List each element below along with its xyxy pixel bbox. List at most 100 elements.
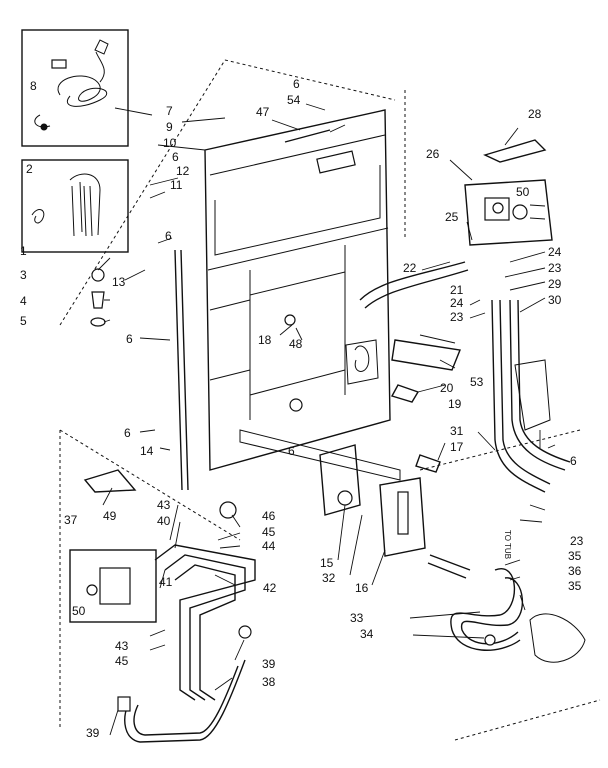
callout-43b: 43 — [115, 639, 129, 653]
callout-10: 10 — [163, 136, 177, 150]
callout-17: 17 — [450, 440, 464, 454]
water-inlet-valve — [464, 179, 553, 246]
callout-46: 46 — [262, 509, 276, 523]
cabinet-outline — [59, 59, 601, 741]
power-cord-icon — [34, 39, 109, 128]
hose-clamp-icon — [31, 209, 45, 224]
callout-20: 20 — [440, 381, 454, 395]
callout-21: 21 — [450, 283, 464, 297]
callout-13: 13 — [112, 275, 126, 289]
callout-6g: 6 — [570, 454, 577, 468]
callout-1: 1 — [20, 244, 27, 258]
cap-4-icon — [91, 291, 105, 309]
callout-6e: 6 — [293, 77, 300, 91]
pump-bracket-icon — [345, 339, 379, 385]
callout-43a: 43 — [157, 498, 171, 512]
callout-37: 37 — [64, 513, 78, 527]
washer-46-icon — [219, 501, 237, 519]
callout-23a: 23 — [548, 261, 562, 275]
callout-48: 48 — [289, 337, 303, 351]
callout-7: 7 — [166, 104, 173, 118]
motor-coupling-icon — [289, 398, 303, 412]
clip-19-icon — [390, 384, 420, 403]
callout-24a: 24 — [548, 245, 562, 259]
callout-45a: 45 — [262, 525, 276, 539]
callout-47: 47 — [256, 105, 270, 119]
valve-50-icon — [99, 567, 131, 605]
inset-lower-valve — [69, 549, 157, 623]
part-callouts: 8 7 9 10 6 12 11 2 6 1 3 4 5 13 6 6 14 4… — [20, 77, 584, 740]
hose-bracket-icon — [514, 359, 551, 431]
callout-50b: 50 — [72, 604, 86, 618]
inset-drain-hose — [21, 159, 129, 253]
callout-2: 2 — [26, 162, 33, 176]
plug-end-icon — [40, 123, 48, 131]
callout-34: 34 — [360, 627, 374, 641]
to-tub-label: TO TUB — [503, 530, 512, 559]
callout-5: 5 — [20, 314, 27, 328]
callout-53: 53 — [470, 375, 484, 389]
callout-8: 8 — [30, 79, 37, 93]
ring-5-icon — [90, 317, 106, 327]
rod-47-icon — [284, 129, 331, 143]
callout-40: 40 — [157, 514, 171, 528]
hose-22-icon — [359, 261, 469, 309]
callout-39b: 39 — [86, 726, 100, 740]
callout-9: 9 — [166, 120, 173, 134]
cord-clip-icon — [51, 59, 67, 69]
callout-41: 41 — [159, 575, 173, 589]
callout-6d: 6 — [124, 426, 131, 440]
callout-18: 18 — [258, 333, 272, 347]
vent-slot-icon — [316, 150, 356, 174]
drain-hose-bottom — [450, 568, 586, 663]
callout-50a: 50 — [516, 185, 530, 199]
callout-24b: 24 — [450, 296, 464, 310]
callout-6a: 6 — [172, 150, 179, 164]
bracket-49-icon — [83, 469, 137, 493]
grommet-48-icon — [284, 314, 296, 326]
inset-power-cord — [21, 29, 129, 147]
callout-19: 19 — [448, 397, 462, 411]
pump-housing-icon — [529, 613, 586, 663]
callout-36: 36 — [568, 564, 582, 578]
lower-hoses — [117, 544, 256, 743]
callout-12: 12 — [176, 164, 190, 178]
fitting-39-icon — [117, 696, 131, 712]
callout-23c: 23 — [570, 534, 584, 548]
callout-29: 29 — [548, 277, 562, 291]
callout-49: 49 — [103, 509, 117, 523]
fitting-39b-icon — [238, 625, 252, 639]
callout-38: 38 — [262, 675, 276, 689]
callout-42: 42 — [263, 581, 277, 595]
callout-45b: 45 — [115, 654, 129, 668]
callout-44: 44 — [262, 539, 276, 553]
corrugated-hose-icon — [69, 173, 101, 237]
callout-23b: 23 — [450, 310, 464, 324]
callout-54: 54 — [287, 93, 301, 107]
washer-3-icon — [91, 268, 105, 282]
callout-31: 31 — [450, 424, 464, 438]
callout-35a: 35 — [568, 549, 582, 563]
callout-14: 14 — [140, 444, 154, 458]
fill-hoses — [491, 299, 571, 493]
callout-33: 33 — [350, 611, 364, 625]
clip-17-icon — [415, 454, 441, 473]
callout-15: 15 — [320, 556, 334, 570]
callout-35b: 35 — [568, 579, 582, 593]
callout-39a: 39 — [262, 657, 276, 671]
callout-11: 11 — [170, 178, 183, 192]
callout-26: 26 — [426, 147, 440, 161]
callout-6b: 6 — [165, 229, 172, 243]
callout-4: 4 — [20, 294, 27, 308]
callout-32: 32 — [322, 571, 336, 585]
pump-assembly — [319, 444, 471, 579]
callout-30: 30 — [548, 293, 562, 307]
callout-6c: 6 — [126, 332, 133, 346]
switch-20-icon — [391, 339, 461, 371]
callout-16: 16 — [355, 581, 369, 595]
callout-28: 28 — [528, 107, 542, 121]
callout-25: 25 — [445, 210, 459, 224]
callout-22: 22 — [403, 261, 417, 275]
valve-solenoid-icon — [512, 204, 528, 220]
